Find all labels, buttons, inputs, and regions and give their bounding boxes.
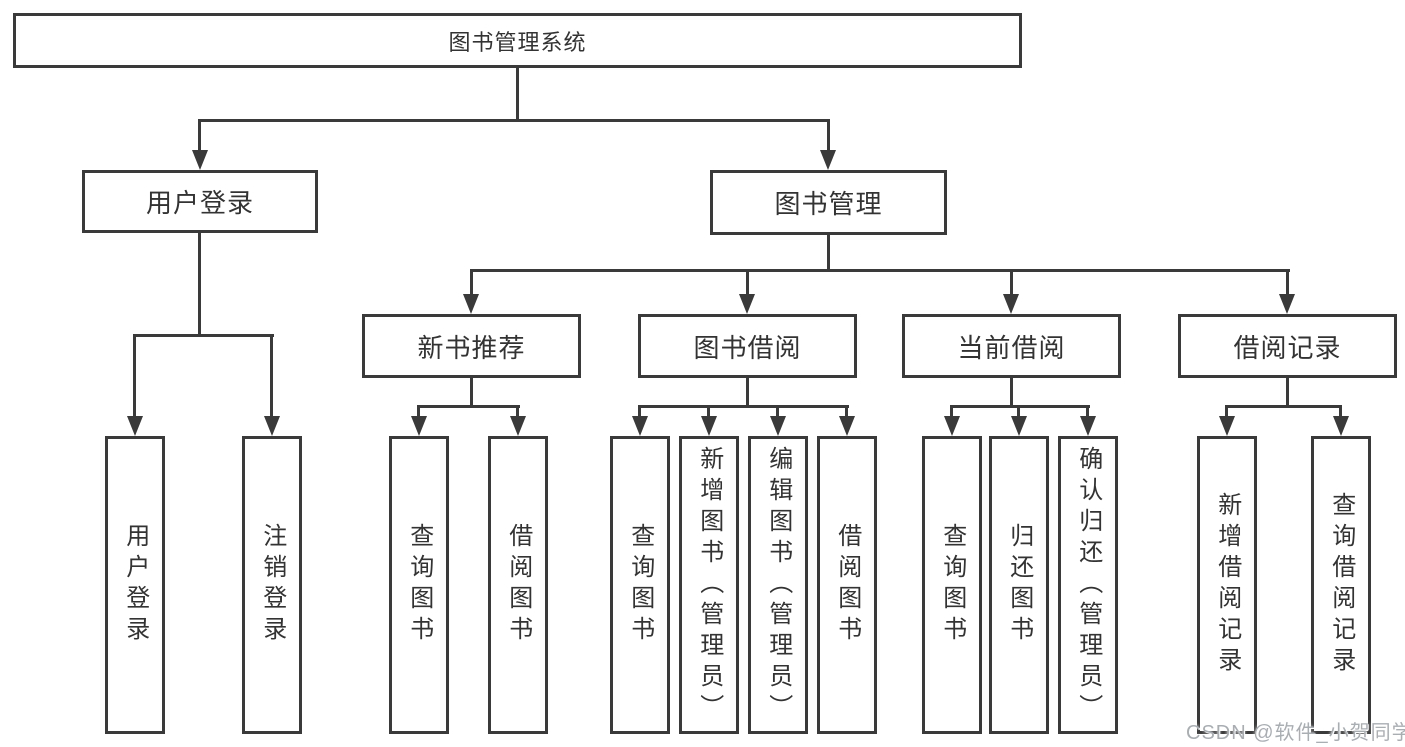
leaf-return-book: 归还图书 bbox=[989, 436, 1049, 734]
connector-nbr-2 bbox=[516, 405, 519, 421]
leaf-query-books-rec: 查询图书 bbox=[389, 436, 449, 734]
connector-cb-bar bbox=[950, 405, 1090, 408]
connector-bb-stem bbox=[746, 378, 749, 408]
arrow-br-1 bbox=[1219, 416, 1235, 436]
connector-cb-2 bbox=[1017, 405, 1020, 421]
arrow-br-2 bbox=[1333, 416, 1349, 436]
arrow-to-borrow-records bbox=[1279, 294, 1295, 314]
connector-bm-3 bbox=[1010, 269, 1013, 299]
connector-bm-4 bbox=[1286, 269, 1289, 299]
arrow-bb-1 bbox=[632, 416, 648, 436]
connector-bm-stem bbox=[827, 235, 830, 271]
connector-ul-right bbox=[270, 334, 273, 420]
connector-root-bar bbox=[199, 119, 830, 122]
leaf-query-books-borrow: 查询图书 bbox=[610, 436, 670, 734]
connector-nbr-bar bbox=[417, 405, 520, 408]
arrow-to-current-borrow bbox=[1003, 294, 1019, 314]
leaf-borrow-books: 借阅图书 bbox=[817, 436, 877, 734]
arrow-to-new-book-rec bbox=[463, 294, 479, 314]
connector-br-stem bbox=[1286, 378, 1289, 408]
leaf-borrow-books-rec: 借阅图书 bbox=[488, 436, 548, 734]
leaf-add-borrow-record: 新增借阅记录 bbox=[1197, 436, 1257, 734]
connector-nbr-1 bbox=[417, 405, 420, 421]
connector-bb-4 bbox=[845, 405, 848, 421]
arrow-to-leaf-logout bbox=[264, 416, 280, 436]
connector-cb-1 bbox=[950, 405, 953, 421]
connector-bb-bar bbox=[638, 405, 849, 408]
arrow-to-book-mgmt bbox=[820, 150, 836, 170]
arrow-bb-2 bbox=[701, 416, 717, 436]
node-user-login: 用户登录 bbox=[82, 170, 318, 233]
connector-bb-1 bbox=[638, 405, 641, 421]
leaf-query-books-current: 查询图书 bbox=[922, 436, 982, 734]
leaf-confirm-return-admin: 确认归还（管理员） bbox=[1058, 436, 1118, 734]
leaf-edit-book-admin: 编辑图书（管理员） bbox=[748, 436, 808, 734]
connector-br-bar bbox=[1225, 405, 1342, 408]
watermark: CSDN @软件_小贺同学 bbox=[1186, 722, 1405, 744]
node-root: 图书管理系统 bbox=[13, 13, 1022, 68]
connector-bm-1 bbox=[470, 269, 473, 299]
node-book-mgmt: 图书管理 bbox=[710, 170, 947, 235]
connector-nbr-stem bbox=[470, 378, 473, 408]
arrow-bb-3 bbox=[770, 416, 786, 436]
connector-cb-3 bbox=[1086, 405, 1089, 421]
connector-cb-stem bbox=[1010, 378, 1013, 408]
node-borrow-records: 借阅记录 bbox=[1178, 314, 1397, 378]
leaf-add-book-admin: 新增图书（管理员） bbox=[679, 436, 739, 734]
connector-ul-bar bbox=[133, 334, 274, 337]
arrow-cb-1 bbox=[944, 416, 960, 436]
connector-bm-2 bbox=[746, 269, 749, 299]
connector-br-1 bbox=[1225, 405, 1228, 421]
arrow-cb-2 bbox=[1011, 416, 1027, 436]
node-new-book-rec: 新书推荐 bbox=[362, 314, 581, 378]
leaf-query-borrow-record: 查询借阅记录 bbox=[1311, 436, 1371, 734]
leaf-user-login: 用户登录 bbox=[105, 436, 165, 734]
arrow-to-book-borrow bbox=[739, 294, 755, 314]
arrow-cb-3 bbox=[1080, 416, 1096, 436]
connector-bm-bar bbox=[470, 269, 1290, 272]
connector-ul-stem bbox=[198, 233, 201, 336]
connector-root-right bbox=[827, 119, 830, 152]
connector-bb-2 bbox=[707, 405, 710, 421]
connector-ul-left bbox=[133, 334, 136, 420]
connector-br-2 bbox=[1339, 405, 1342, 421]
connector-root-left bbox=[198, 119, 201, 152]
arrow-to-leaf-user-login bbox=[127, 416, 143, 436]
arrow-nbr-1 bbox=[411, 416, 427, 436]
leaf-logout: 注销登录 bbox=[242, 436, 302, 734]
connector-bb-3 bbox=[776, 405, 779, 421]
arrow-nbr-2 bbox=[510, 416, 526, 436]
connector-root-stem bbox=[516, 68, 519, 122]
arrow-to-user-login bbox=[192, 150, 208, 170]
arrow-bb-4 bbox=[839, 416, 855, 436]
node-book-borrow: 图书借阅 bbox=[638, 314, 857, 378]
node-current-borrow: 当前借阅 bbox=[902, 314, 1121, 378]
